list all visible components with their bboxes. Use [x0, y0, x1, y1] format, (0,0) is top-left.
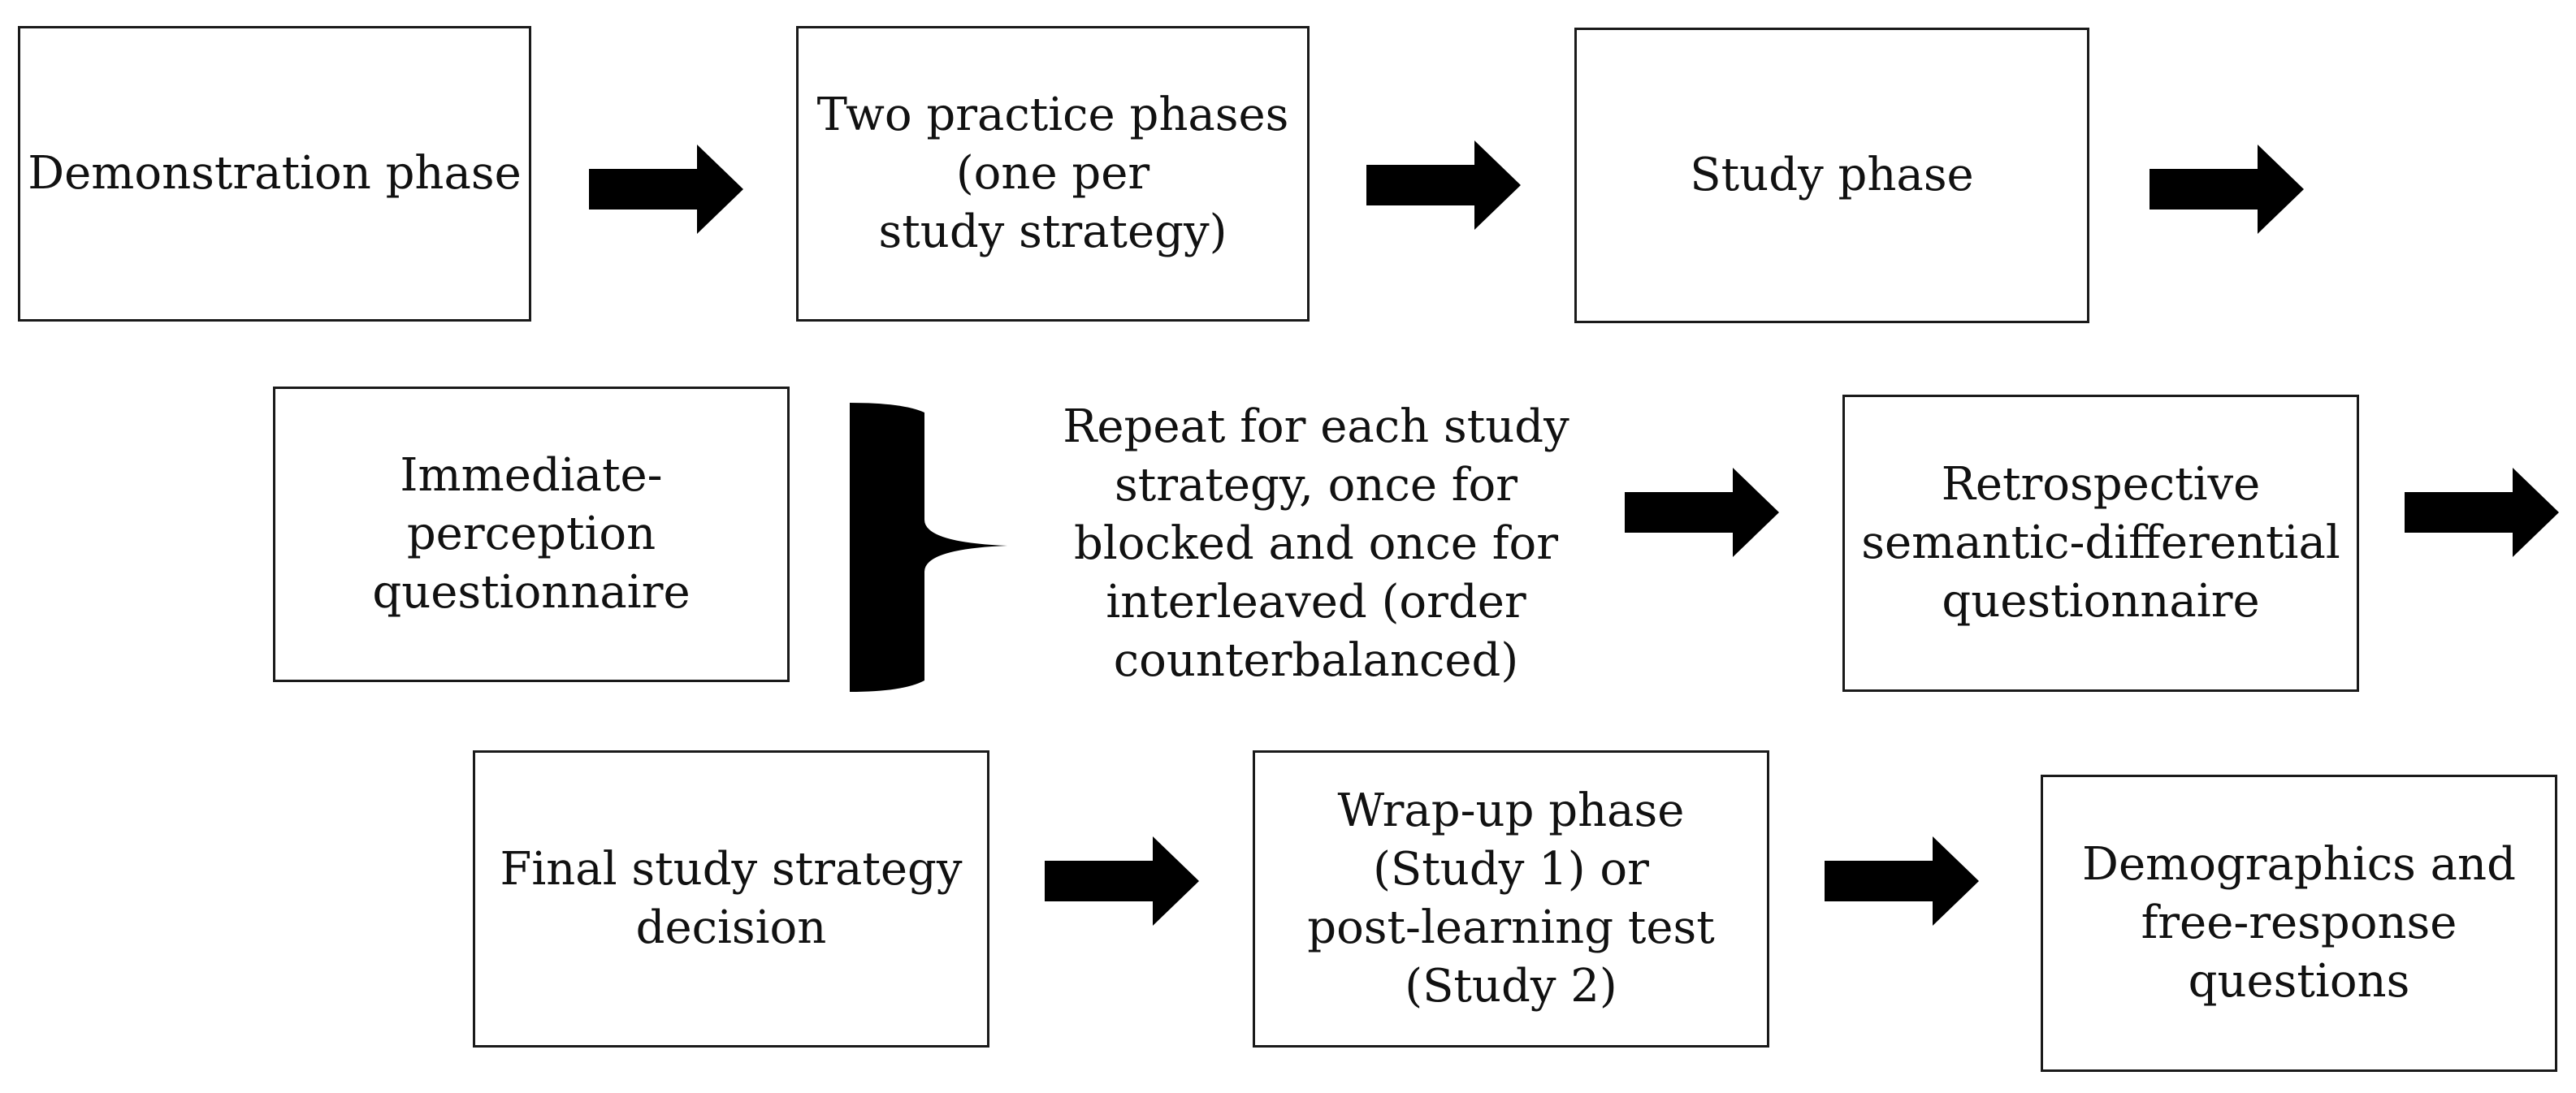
demonstration-phase-label: Demonstration phase — [28, 147, 522, 200]
retrospective-questionnaire-box: Retrospective semantic-differential ques… — [1842, 395, 2359, 692]
demographics-box: Demographics and free-response questions — [2041, 775, 2557, 1072]
wrapup-phase-box: Wrap-up phase (Study 1) or post-learning… — [1253, 750, 1769, 1048]
arrow-right-icon — [2150, 145, 2304, 234]
practice-phases-label: Two practice phases (one per study strat… — [816, 89, 1289, 258]
wrapup-phase-label: Wrap-up phase (Study 1) or post-learning… — [1307, 784, 1715, 1013]
arrow-right-icon — [1625, 468, 1779, 557]
practice-phases-box: Two practice phases (one per study strat… — [796, 26, 1310, 322]
arrow-right-icon — [1366, 140, 1521, 230]
arrow-right-icon — [2405, 468, 2559, 557]
demographics-label: Demographics and free-response questions — [2082, 838, 2516, 1008]
arrow-right-icon — [1045, 836, 1199, 926]
immediate-perception-label: Immediate- perception questionnaire — [372, 449, 691, 619]
demonstration-phase-box: Demonstration phase — [18, 26, 531, 322]
final-decision-label: Final study strategy decision — [500, 843, 963, 954]
repeat-note: Repeat for each study strategy, once for… — [1007, 390, 1625, 698]
immediate-perception-questionnaire-box: Immediate- perception questionnaire — [273, 387, 790, 682]
repeat-note-label: Repeat for each study strategy, once for… — [1063, 400, 1569, 687]
study-phase-box: Study phase — [1574, 28, 2089, 323]
final-decision-box: Final study strategy decision — [473, 750, 989, 1048]
retrospective-questionnaire-label: Retrospective semantic-differential ques… — [1861, 458, 2340, 628]
study-phase-label: Study phase — [1690, 149, 1974, 201]
brace-icon — [850, 403, 1007, 692]
arrow-right-icon — [589, 145, 743, 234]
arrow-right-icon — [1825, 836, 1979, 926]
